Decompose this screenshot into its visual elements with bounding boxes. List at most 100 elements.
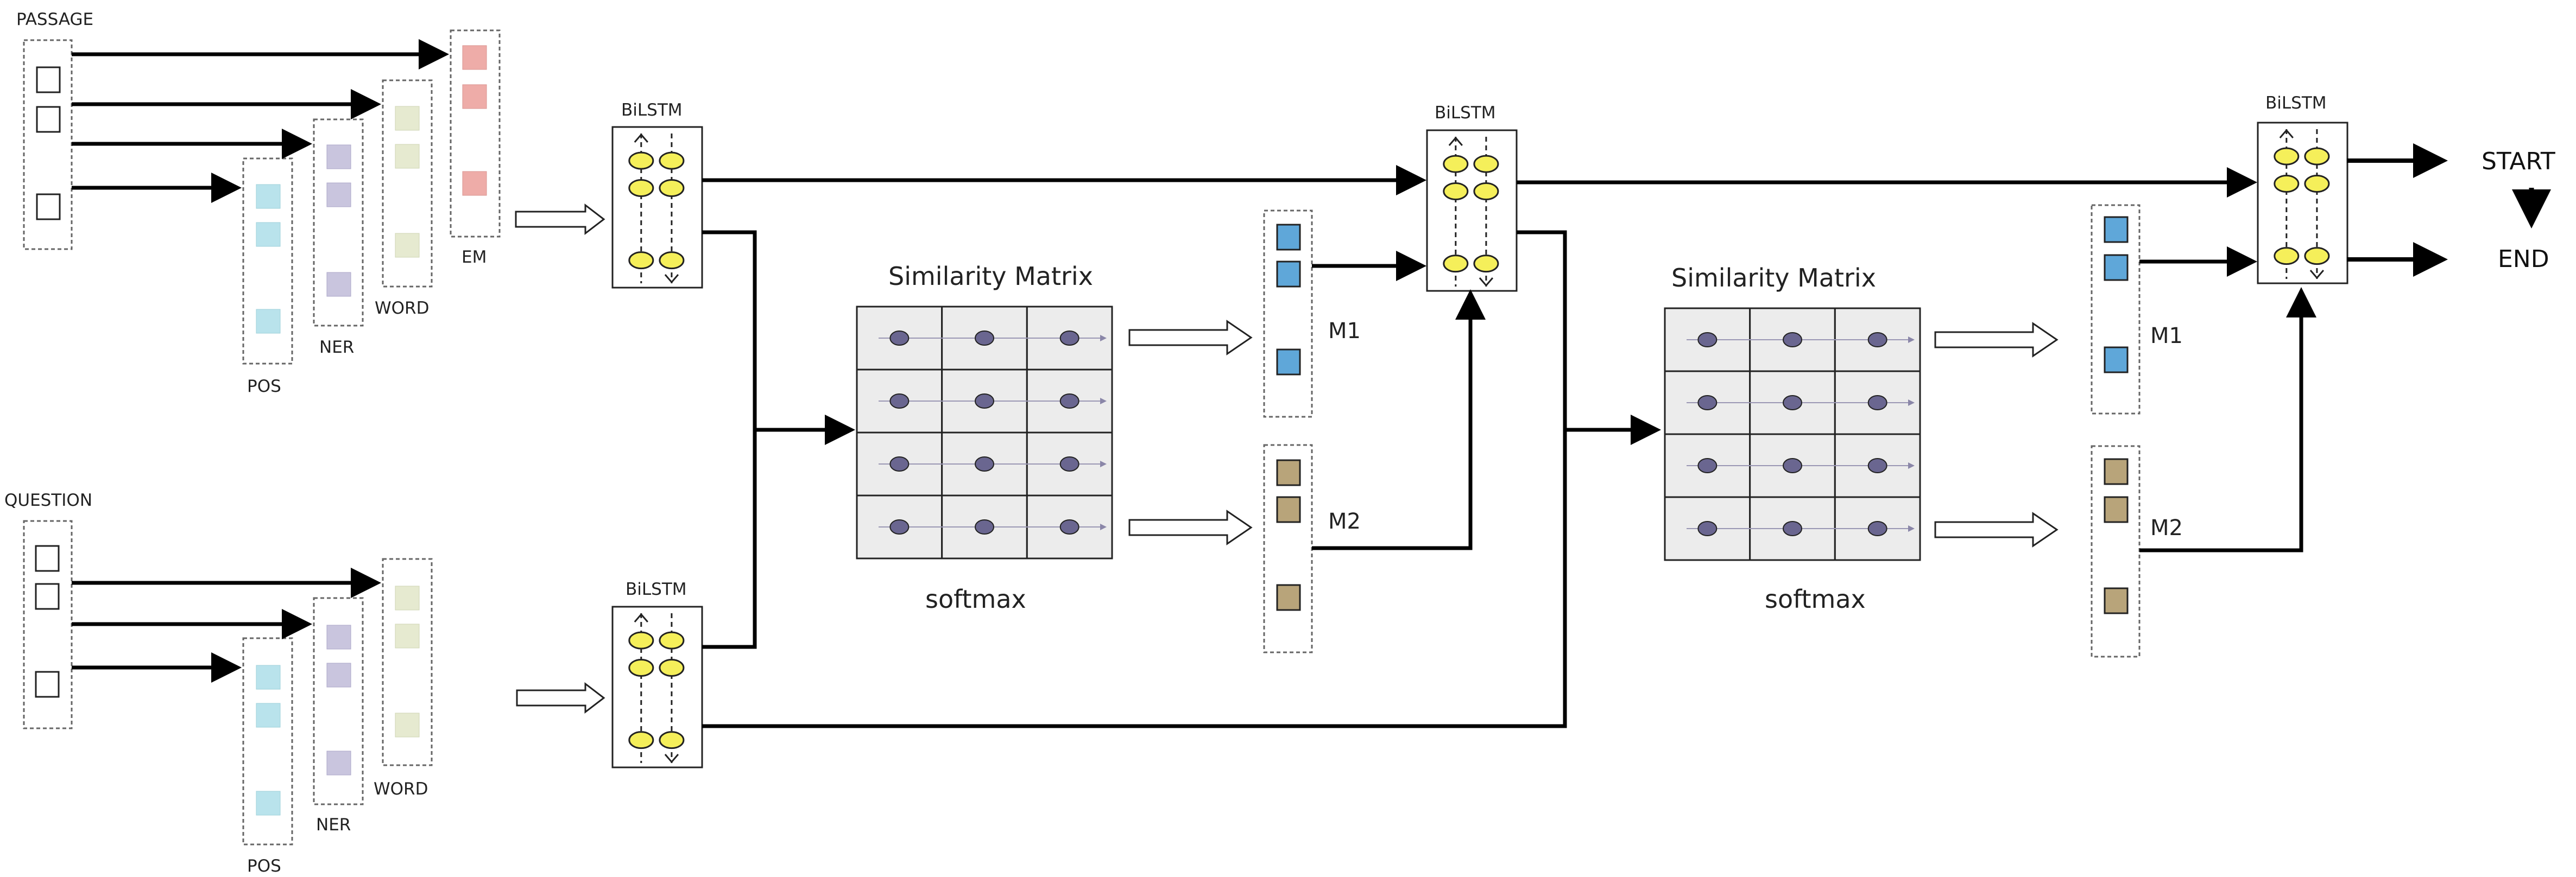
m1-column-2 bbox=[2091, 204, 2141, 415]
hollow-arrow-matrix1-m2 bbox=[1128, 510, 1253, 545]
hollow-arrow-passage bbox=[515, 203, 605, 236]
arrow-m2-to-middle-bilstm bbox=[1312, 289, 1486, 550]
passage-token bbox=[36, 66, 61, 93]
matrix-dot bbox=[1783, 458, 1802, 473]
matrix-dot bbox=[975, 519, 994, 535]
matrix-dot bbox=[1867, 395, 1887, 410]
bilstm-passage bbox=[611, 126, 703, 289]
lstm-node bbox=[1473, 155, 1499, 173]
question-label: QUESTION bbox=[4, 491, 92, 510]
lstm-node bbox=[628, 631, 654, 650]
similarity-matrix-1 bbox=[856, 306, 1113, 560]
matrix-dot bbox=[1697, 395, 1718, 410]
passage-em-column bbox=[450, 29, 501, 238]
lstm-node bbox=[1443, 255, 1469, 273]
matrix-dot bbox=[889, 456, 910, 472]
bilstm-question bbox=[611, 606, 703, 768]
up-arrow-icon bbox=[2279, 129, 2294, 138]
lstm-node bbox=[628, 179, 654, 197]
bilstm-middle-frame bbox=[1426, 129, 1518, 292]
m2-label-1: M2 bbox=[1328, 509, 1361, 534]
question-pos-label: POS bbox=[247, 856, 281, 876]
line-question-bilstm-to-second-matrix bbox=[702, 230, 1567, 728]
hollow-arrow-matrix2-m2 bbox=[1934, 512, 2059, 548]
question-ner-column bbox=[313, 597, 364, 805]
passage-ner-column bbox=[313, 118, 364, 327]
lstm-node bbox=[2304, 147, 2330, 166]
passage-label: PASSAGE bbox=[16, 10, 93, 29]
matrix-dot bbox=[889, 519, 910, 535]
passage-em-label: EM bbox=[462, 247, 487, 267]
m1-label-2: M1 bbox=[2150, 323, 2183, 348]
hollow-arrow-matrix1-m1 bbox=[1128, 320, 1253, 355]
lstm-node bbox=[659, 251, 685, 270]
passage-pos-label: POS bbox=[247, 377, 281, 396]
down-arrow-icon bbox=[664, 274, 679, 284]
up-arrow-icon bbox=[634, 613, 648, 622]
passage-token bbox=[36, 193, 61, 220]
down-arrow-icon bbox=[2309, 270, 2325, 279]
similarity-matrix-title-2: Similarity Matrix bbox=[1671, 263, 1876, 293]
lstm-node bbox=[659, 179, 685, 197]
passage-ner-label: NER bbox=[319, 338, 354, 357]
passage-word-label: WORD bbox=[375, 298, 429, 318]
matrix-dot bbox=[889, 393, 910, 409]
bilstm-middle bbox=[1426, 129, 1518, 292]
matrix-dot bbox=[1059, 331, 1079, 346]
question-word-label: WORD bbox=[374, 779, 428, 799]
bilstm-label-passage: BiLSTM bbox=[621, 100, 683, 120]
matrix-dot bbox=[1783, 395, 1802, 410]
lstm-node bbox=[2304, 247, 2330, 265]
lstm-node bbox=[1443, 155, 1469, 173]
down-arrow-icon bbox=[664, 754, 679, 764]
matrix-dot bbox=[1867, 458, 1887, 473]
passage-token bbox=[36, 106, 61, 133]
bilstm-final-frame bbox=[2257, 122, 2348, 284]
matrix-dot bbox=[1783, 332, 1802, 347]
similarity-matrix-title-1: Similarity Matrix bbox=[888, 262, 1093, 291]
m1-column-1 bbox=[1263, 209, 1313, 418]
m2-column-1 bbox=[1263, 444, 1313, 653]
question-token bbox=[35, 671, 60, 698]
bilstm-label-middle: BiLSTM bbox=[1435, 103, 1496, 123]
lstm-node bbox=[659, 631, 685, 650]
matrix-dot bbox=[1867, 521, 1887, 536]
lstm-node bbox=[2304, 174, 2330, 193]
softmax-label-2: softmax bbox=[1765, 584, 1866, 614]
lstm-node bbox=[628, 151, 654, 170]
question-pos-column bbox=[242, 637, 293, 846]
bilstm-final bbox=[2257, 122, 2348, 284]
up-arrow-icon bbox=[1448, 136, 1463, 146]
lstm-node bbox=[628, 251, 654, 270]
lstm-node bbox=[1473, 255, 1499, 273]
lstm-node bbox=[2274, 247, 2300, 265]
bilstm-question-frame bbox=[611, 606, 703, 768]
lstm-node bbox=[2274, 174, 2300, 193]
end-label: END bbox=[2498, 245, 2549, 273]
hollow-arrow-question bbox=[516, 682, 605, 714]
matrix-dot bbox=[1059, 456, 1079, 472]
matrix-dot bbox=[1059, 393, 1079, 409]
lstm-node bbox=[2274, 147, 2300, 166]
matrix-dot bbox=[975, 456, 994, 472]
matrix-dot bbox=[975, 331, 994, 346]
hollow-arrow-matrix2-m1 bbox=[1934, 322, 2059, 358]
bilstm-passage-frame bbox=[611, 126, 703, 289]
up-arrow-icon bbox=[634, 133, 648, 143]
lstm-node bbox=[1443, 182, 1469, 200]
question-token bbox=[35, 583, 60, 610]
matrix-dot bbox=[1059, 519, 1079, 535]
bilstm-label-question: BiLSTM bbox=[626, 580, 687, 599]
start-label: START bbox=[2482, 148, 2555, 175]
question-word-column bbox=[382, 558, 433, 766]
arrow-m2-to-final-bilstm bbox=[2139, 287, 2316, 552]
m2-column-2 bbox=[2091, 445, 2141, 658]
matrix-dot bbox=[975, 393, 994, 409]
question-ner-label: NER bbox=[316, 815, 351, 835]
bilstm-label-final: BiLSTM bbox=[2265, 93, 2327, 113]
matrix-dot bbox=[1697, 458, 1718, 473]
lstm-node bbox=[1473, 182, 1499, 200]
m2-label-2: M2 bbox=[2150, 516, 2183, 541]
matrix-dot bbox=[1697, 521, 1718, 536]
